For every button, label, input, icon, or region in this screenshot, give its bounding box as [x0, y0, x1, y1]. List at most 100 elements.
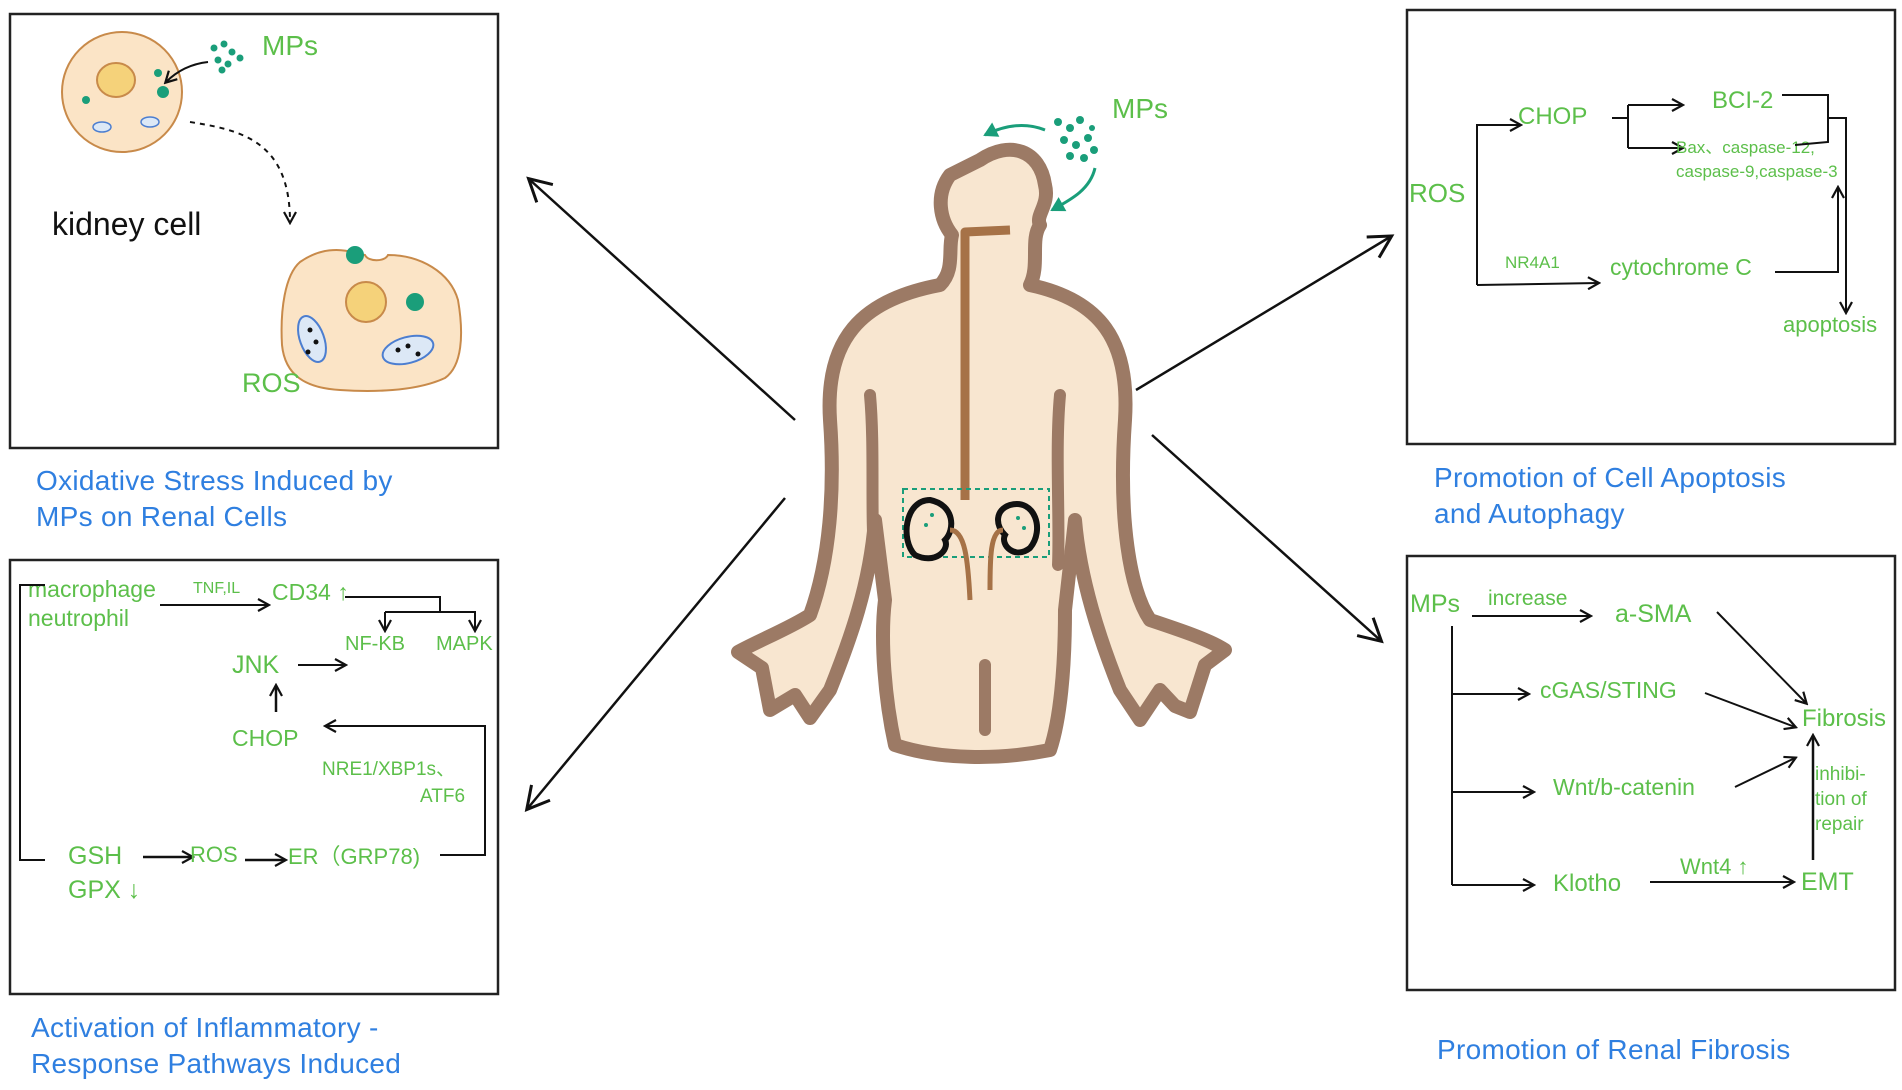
fibrosis-result-label: Fibrosis: [1802, 705, 1886, 732]
apoptosis-panel: ROS CHOP BCI-2 Bax、caspase-12, caspase-9…: [1409, 87, 1877, 337]
tnf-il-label: TNF,IL: [193, 580, 240, 597]
kidney-particle: [924, 523, 928, 527]
gpx-label: GPX ↓: [68, 876, 140, 904]
apoptosis-bax-line1: Bax、caspase-12,: [1676, 138, 1815, 157]
inflammatory-caption-line1: Activation of Inflammatory -: [31, 1012, 379, 1043]
ros-dot: [395, 347, 401, 353]
er-to-chop-arrow: [326, 726, 486, 856]
arrow-to-apoptosis: [1135, 234, 1395, 392]
apoptosis-caption-line1: Promotion of Cell Apoptosis: [1434, 462, 1787, 493]
mp-particle: [1066, 124, 1074, 132]
fibrosis-caption-line: Promotion of Renal Fibrosis: [1437, 1034, 1791, 1065]
cgas-label: cGAS/STING: [1540, 677, 1677, 703]
fibrosis-panel-frame: [1405, 554, 1897, 992]
apoptosis-panel-frame: [1405, 8, 1897, 446]
mp-particle: [224, 60, 232, 68]
mapk-label: MAPK: [436, 633, 493, 655]
wnt-to-fibrosis-arrow: [1734, 758, 1795, 788]
bracket-to-apoptosis-arrow: [1828, 117, 1846, 312]
arrow-to-fibrosis: [1151, 434, 1384, 644]
mps-to-mouth-arrow: [1050, 167, 1097, 212]
ros-to-cytochrome-arrow: [1476, 283, 1598, 285]
mp-particle: [210, 44, 218, 52]
mps-to-nose-arrow: [983, 122, 1046, 137]
apoptosis-cytochrome-label: cytochrome C: [1610, 254, 1752, 280]
left-ureter: [949, 527, 973, 601]
mp-particle: [1084, 134, 1092, 142]
oxidative-mps-label: MPs: [262, 30, 318, 61]
mp-particle: [236, 54, 244, 62]
chop-branch-lines: [1612, 105, 1629, 148]
macrophage-label: macrophage: [28, 576, 156, 602]
cell-nucleus: [96, 62, 136, 98]
mp-particle: [218, 66, 226, 74]
oxidative-panel-frame: [8, 12, 500, 450]
fibrosis-panel: MPs increase a-SMA cGAS/STING Wnt/b-cate…: [1410, 587, 1886, 897]
mp-particle: [220, 40, 228, 48]
wnt-label: Wnt/b-catenin: [1553, 774, 1695, 800]
inhib-line2: tion of: [1815, 789, 1867, 810]
asma-to-fibrosis-arrow: [1716, 611, 1806, 703]
wnt4-label: Wnt4 ↑: [1680, 854, 1748, 879]
cgas-to-fibrosis-arrow: [1704, 692, 1795, 727]
ros-to-chop-arrow: [1476, 125, 1520, 285]
klotho-label: Klotho: [1553, 870, 1621, 897]
oxidative-caption-line2: MPs on Renal Cells: [36, 501, 288, 532]
mp-particle: [1060, 136, 1068, 144]
mp-in-cell: [406, 293, 424, 311]
kidney-particle: [1022, 526, 1026, 530]
ros-dot: [415, 351, 421, 357]
mitochondrion: [140, 116, 160, 128]
emt-label: EMT: [1801, 868, 1854, 896]
apoptosis-nr4a1-label: NR4A1: [1505, 253, 1560, 272]
inflammatory-ros-label: ROS: [190, 842, 238, 867]
apoptosis-bcl2-label: BCI-2: [1712, 87, 1773, 114]
nre1-line2: ATF6: [420, 786, 465, 807]
mps-enter-cell-arrow: [166, 61, 209, 82]
loop-bracket: [19, 584, 45, 861]
damaged-mitochondrion: [381, 334, 435, 366]
asma-label: a-SMA: [1615, 600, 1692, 628]
inflammatory-caption: Activation of Inflammatory - Response Pa…: [31, 1010, 401, 1082]
inhib-line1: inhibi-: [1815, 764, 1866, 785]
right-kidney: [995, 501, 1041, 556]
inflammatory-caption-line2: Response Pathways Induced: [31, 1048, 402, 1079]
cell-transition-arrow: [189, 121, 290, 222]
arrow-to-oxidative: [526, 176, 796, 421]
mp-particle: [228, 48, 236, 56]
apoptosis-caption: Promotion of Cell Apoptosis and Autophag…: [1434, 460, 1786, 532]
mp-particle: [1080, 154, 1088, 162]
ros-dot: [307, 327, 313, 333]
ros-dot: [405, 343, 411, 349]
damaged-mitochondrion: [297, 315, 327, 363]
left-arm-gap: [864, 389, 881, 566]
right-arm-gap: [1051, 389, 1066, 571]
kidney-region-box: [902, 488, 1050, 558]
mp-particle: [1066, 152, 1074, 160]
neutrophil-label: neutrophil: [28, 605, 129, 631]
inflammatory-chop-label: CHOP: [232, 725, 298, 751]
ros-dot: [305, 349, 311, 355]
cd34-label: CD34 ↑: [272, 579, 349, 605]
damaged-cell-nucleus: [345, 281, 387, 323]
mp-in-cell: [82, 96, 90, 104]
right-ureter: [987, 527, 1004, 591]
oxidative-caption: Oxidative Stress Induced by MPs on Renal…: [36, 463, 393, 535]
ros-dot: [313, 339, 319, 345]
apoptosis-chop-label: CHOP: [1518, 103, 1587, 130]
cytochrome-to-caspase-arrow: [1775, 188, 1838, 273]
mp-in-cell: [157, 86, 169, 98]
kidney-cell-label: kidney cell: [52, 206, 201, 242]
kidney-particle: [930, 513, 934, 517]
nfkb-label: NF-KB: [345, 633, 405, 655]
mp-particle: [1090, 146, 1098, 154]
mp-particle: [1072, 141, 1080, 149]
inhib-line3: repair: [1815, 814, 1864, 835]
inflammatory-panel-frame: [8, 558, 500, 996]
nre1-line1: NRE1/XBP1s、: [322, 759, 455, 780]
branch-bar: [385, 611, 475, 630]
fibrosis-caption: Promotion of Renal Fibrosis: [1437, 1032, 1791, 1068]
kidney-particle: [1016, 516, 1020, 520]
mitochondrion: [92, 121, 112, 133]
